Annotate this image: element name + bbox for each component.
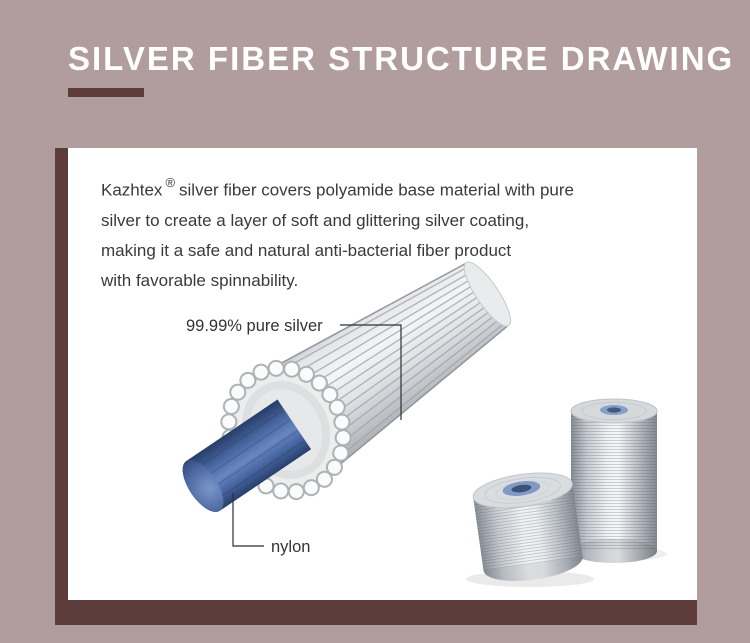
nylon-label-line [232,493,264,547]
description-line-1: Kazhtex®silver fiber covers polyamide ba… [101,170,666,206]
nylon-label: nylon [271,538,310,556]
content-panel: Kazhtex®silver fiber covers polyamide ba… [68,148,697,600]
nylon-core [182,399,312,512]
silver-label: 99.99% pure silver [186,317,323,335]
nylon-core-end-cap [182,459,224,512]
spool-back [570,398,658,563]
fiber-structure-illustration: 99.99% pure silver nylon [182,261,667,587]
description-line-4: with favorable spinnability. [101,270,299,290]
fiber-tube-end-cap [463,261,512,327]
silver-label-line [340,324,402,420]
brand-name: Kazhtex [101,180,163,200]
description-line-2: silver to create a layer of soft and gli… [101,210,530,230]
title-underline [68,88,144,97]
description-line-3: making it a safe and natural anti-bacter… [101,240,512,260]
page-title: SILVER FIBER STRUCTURE DRAWING [68,40,735,77]
description-line-1-rest: silver fiber covers polyamide base mater… [179,180,574,200]
description-text: Kazhtex®silver fiber covers polyamide ba… [101,170,666,296]
registered-trademark-symbol: ® [165,175,176,190]
spool-front [472,472,583,581]
